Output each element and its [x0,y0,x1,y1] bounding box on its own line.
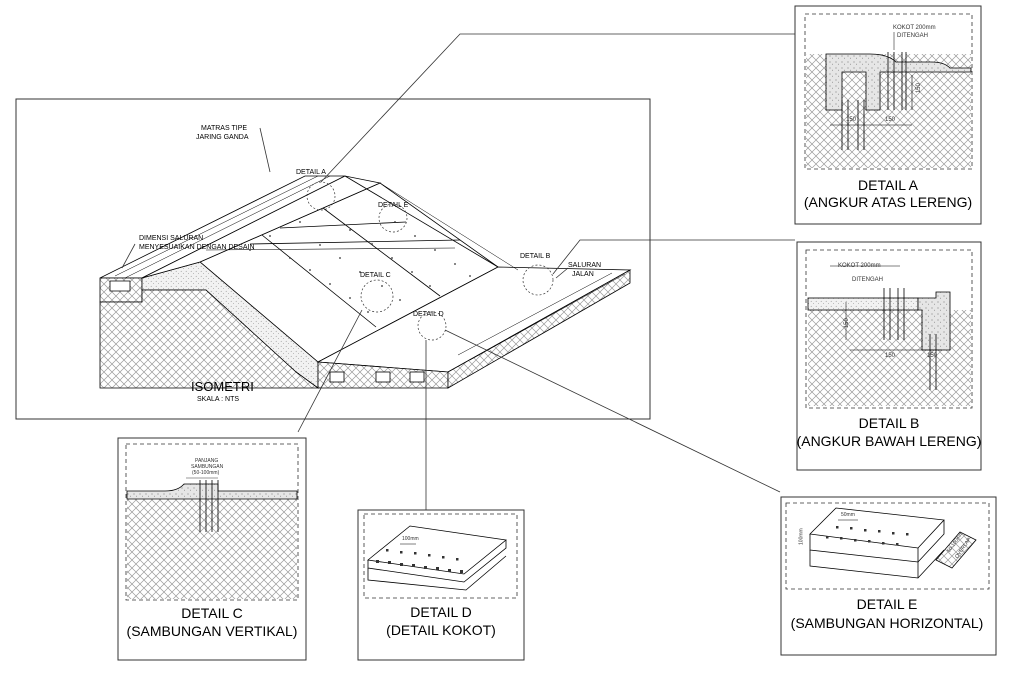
detail-d-subtitle-text: (DETAIL KOKOT) [386,622,496,638]
detail-b-subtitle-text: (ANGKUR BAWAH LERENG) [796,433,982,449]
detail-b-dashed [805,249,973,409]
detail-d-drawing [367,525,507,591]
callout-detail-b: DETAIL B [520,253,551,260]
detail-c-subtitle-text: (SAMBUNGAN VERTIKAL) [126,623,298,639]
saluran-label-line2: JALAN [572,271,594,278]
isometric-drawing [99,175,632,389]
detail-a-note-1: KOKOT 200mm [893,25,936,31]
callout-detail-a: DETAIL A [296,169,326,176]
detail-e-title-text: DETAIL E [856,596,918,612]
callout-detail-e: DETAIL E [378,202,409,209]
matras-label-line1: MATRAS TIPE [201,125,248,132]
detail-c-note-3: (50-100mm) [192,470,220,476]
detail-a-title-text: DETAIL A [858,177,918,193]
detail-a-subtitle-text: (ANGKUR ATAS LERENG) [803,194,973,210]
detail-c-title-text: DETAIL C [181,605,243,621]
detail-b-note-1: KOKOT 200mm [838,263,881,269]
callout-detail-d: DETAIL D [413,311,444,318]
detail-d-title-text: DETAIL D [410,604,472,620]
isometric-scale: SKALA : NTS [197,396,240,403]
detail-a-dim-right: 150 [885,117,896,123]
dimensi-label-line1: DIMENSI SALURAN [139,235,204,242]
detail-b-note-2: DITENGAH [852,277,884,283]
detail-c-note-1: PANJANG [195,458,219,464]
slope-markers [249,221,471,313]
detail-e-drawing [809,507,977,579]
detail-e-subtitle-text: (SAMBUNGAN HORIZONTAL) [790,615,984,631]
detail-c-note-2: SAMBUNGAN [191,464,224,470]
detail-a-drawing [806,32,972,168]
detail-b-dim-right: 150 [927,353,938,359]
detail-e-dashed [785,502,990,590]
matras-label-line2: JARING GANDA [196,134,249,141]
dimensi-label-line2: MENYESUAIKAN DENGAN DESAIN [139,244,255,251]
detail-e-note-top: 50mm [841,512,855,518]
detail-b-drawing [807,265,971,406]
detail-b-dim-left: 150 [885,353,896,359]
detail-c-drawing [126,477,298,599]
detail-b-dim-vertical: 150 [843,318,850,329]
detail-e-note-side: 100mm [798,528,805,545]
callout-detail-c: DETAIL C [360,272,391,279]
detail-a-dim-left: 150 [846,117,857,123]
isometric-frame [15,98,651,420]
saluran-label-line1: SALURAN [568,262,602,269]
detail-a-dim-vertical: 150 [915,83,922,94]
detail-c-dashed [125,443,299,601]
leader-lines [121,33,795,510]
isometric-title: ISOMETRI [191,379,254,394]
detail-d-note: 100mm [402,536,419,542]
detail-b-title-text: DETAIL B [858,415,920,431]
detail-a-note-2: DITENGAH [897,33,929,39]
